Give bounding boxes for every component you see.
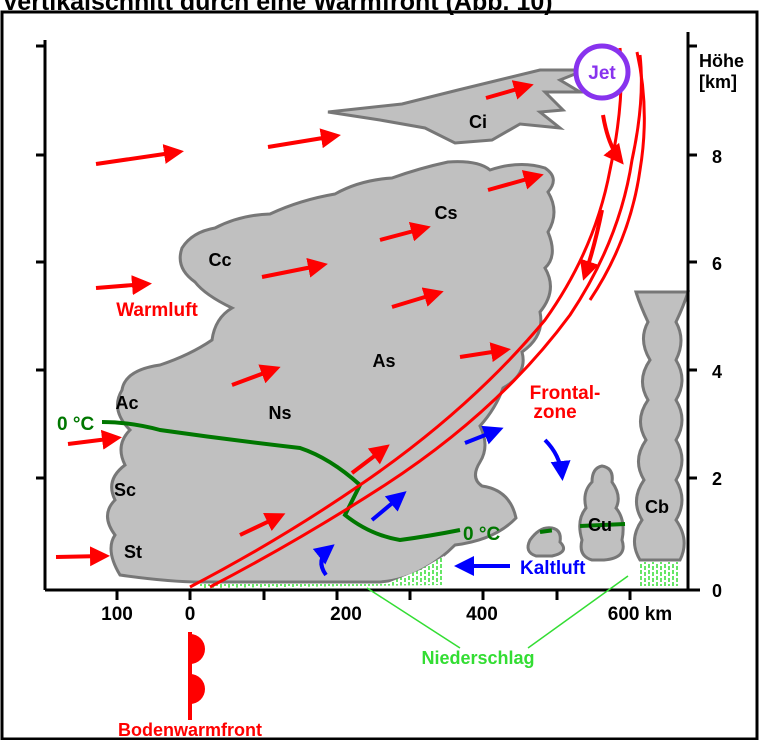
label-jet: Jet	[588, 63, 616, 84]
y-tick-6: 6	[712, 254, 722, 274]
jet-stream-marker	[573, 43, 631, 101]
label-ns: Ns	[268, 403, 291, 423]
label-zero-left: 0 °C	[57, 414, 94, 435]
label-frontalzone-1: Frontal-	[530, 383, 601, 404]
surface-warm-front-symbol	[188, 632, 205, 720]
label-as: As	[372, 351, 395, 371]
label-frontalzone-2: zone	[533, 402, 576, 423]
label-sc: Sc	[114, 480, 136, 500]
label-cb: Cb	[645, 497, 669, 517]
label-cu: Cu	[588, 515, 612, 535]
y-tick-8: 8	[712, 147, 722, 167]
x-tick-labels: 100 0 200 400 600 km	[101, 604, 672, 625]
y-axis-label-2: [km]	[699, 72, 737, 92]
cloud-main	[106, 160, 556, 584]
cloud-labels: Ci Cs Cc As Ac Ns Sc St Cu Cb	[114, 112, 669, 562]
cloud-cu-small	[526, 526, 566, 558]
cold-air-arrows	[312, 425, 571, 577]
axes	[36, 32, 700, 600]
y-tick-labels: 0 2 4 6 8	[712, 147, 722, 601]
freezing-level	[101, 420, 626, 543]
y-tick-2: 2	[712, 469, 722, 489]
frontal-zone-outer	[588, 51, 646, 301]
label-warmluft: Warmluft	[116, 300, 198, 321]
y-tick-4: 4	[712, 362, 722, 382]
x-tick-0: 0	[185, 604, 196, 625]
precip-pointers	[366, 575, 629, 649]
x-tick-600: 600 km	[608, 604, 672, 625]
page-title: Vertikalschnitt durch eine Warmfront (Ab…	[2, 0, 553, 16]
y-tick-0: 0	[712, 581, 722, 601]
label-cs: Cs	[434, 203, 457, 223]
label-ac: Ac	[115, 393, 138, 413]
label-niederschlag: Niederschlag	[421, 648, 534, 668]
label-st: St	[124, 542, 142, 562]
y-axis-label-1: Höhe	[699, 51, 744, 71]
x-tick-400: 400	[466, 604, 498, 625]
precipitation	[200, 556, 680, 588]
cloud-cb	[633, 290, 691, 562]
cloud-shapes	[106, 68, 691, 584]
x-tick-100: 100	[101, 604, 133, 625]
label-kaltluft: Kaltluft	[520, 558, 586, 579]
x-tick-200: 200	[330, 604, 362, 625]
label-zero-right: 0 °C	[463, 524, 500, 545]
label-cc: Cc	[208, 250, 231, 270]
cloud-ci	[327, 68, 586, 145]
frame	[0, 10, 759, 741]
label-ci: Ci	[469, 112, 487, 132]
cloud-cu	[578, 464, 625, 562]
warm-air-arrows	[55, 80, 624, 567]
label-bodenwarmfront: Bodenwarmfront	[118, 720, 262, 740]
